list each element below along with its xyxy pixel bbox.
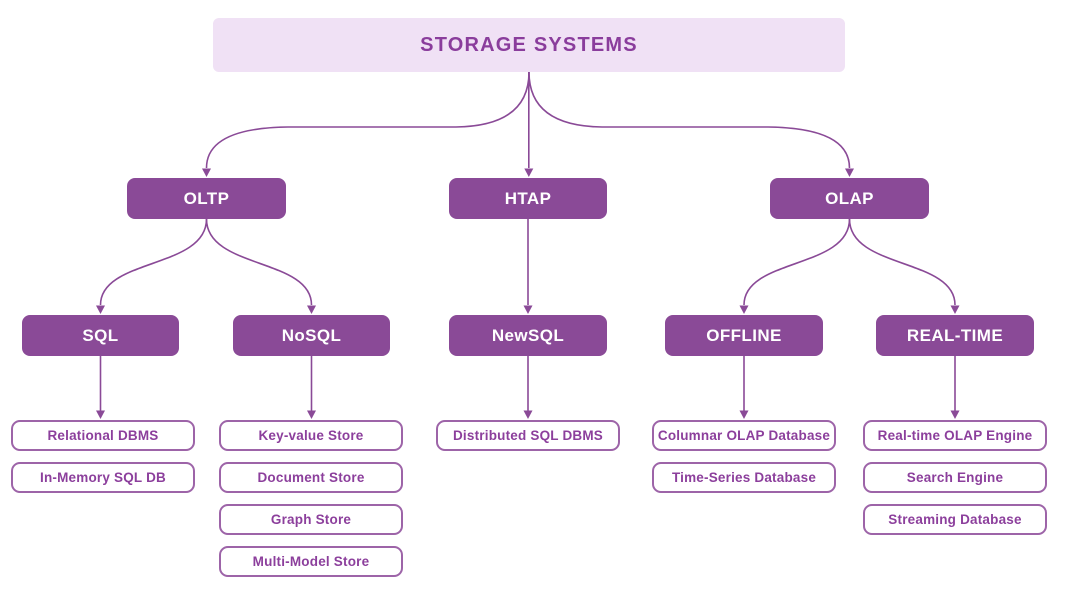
leaf-columnar-olap-database: Columnar OLAP Database (652, 420, 836, 451)
edge-oltp-nosql (205, 218, 313, 306)
node-htap: HTAP (449, 178, 607, 219)
node-oltp: OLTP (127, 178, 286, 219)
arrowhead-realtime (950, 305, 960, 314)
leaf-time-series-database: Time-Series Database (652, 462, 836, 493)
arrowhead-real-time-olap-engine (950, 410, 960, 419)
leaf-real-time-olap-engine: Real-time OLAP Engine (863, 420, 1047, 451)
arrowhead-newsql (523, 305, 533, 314)
arrowhead-relational-dbms (96, 410, 105, 419)
node-real-time: REAL-TIME (876, 315, 1034, 356)
node-nosql: NoSQL (233, 315, 390, 356)
arrowhead-distributed-sql-dbms (523, 410, 533, 419)
node-newsql: NewSQL (449, 315, 607, 356)
leaf-in-memory-sql-db: In-Memory SQL DB (11, 462, 195, 493)
leaf-distributed-sql-dbms: Distributed SQL DBMS (436, 420, 620, 451)
arrowhead-sql (96, 305, 105, 314)
edge-storage-olap (528, 71, 851, 169)
leaf-streaming-database: Streaming Database (863, 504, 1047, 535)
leaf-key-value-store: Key-value Store (219, 420, 403, 451)
leaf-relational-dbms: Relational DBMS (11, 420, 195, 451)
node-offline: OFFLINE (665, 315, 823, 356)
arrowhead-key-value-store (307, 410, 316, 419)
leaf-search-engine: Search Engine (863, 462, 1047, 493)
arrowhead-columnar-olap-database (739, 410, 749, 419)
arrowhead-htap (524, 168, 534, 177)
edge-storage-oltp (205, 71, 530, 169)
arrowhead-offline (739, 305, 749, 314)
node-storage-systems: STORAGE SYSTEMS (213, 18, 845, 72)
edge-olap-offline (743, 218, 851, 306)
arrowhead-nosql (307, 305, 316, 314)
arrowhead-olap (845, 168, 854, 177)
arrowhead-oltp (202, 168, 211, 177)
node-sql: SQL (22, 315, 179, 356)
leaf-document-store: Document Store (219, 462, 403, 493)
leaf-multi-model-store: Multi-Model Store (219, 546, 403, 577)
edge-oltp-sql (99, 218, 208, 306)
edge-olap-realtime (848, 218, 956, 306)
leaf-graph-store: Graph Store (219, 504, 403, 535)
node-olap: OLAP (770, 178, 929, 219)
